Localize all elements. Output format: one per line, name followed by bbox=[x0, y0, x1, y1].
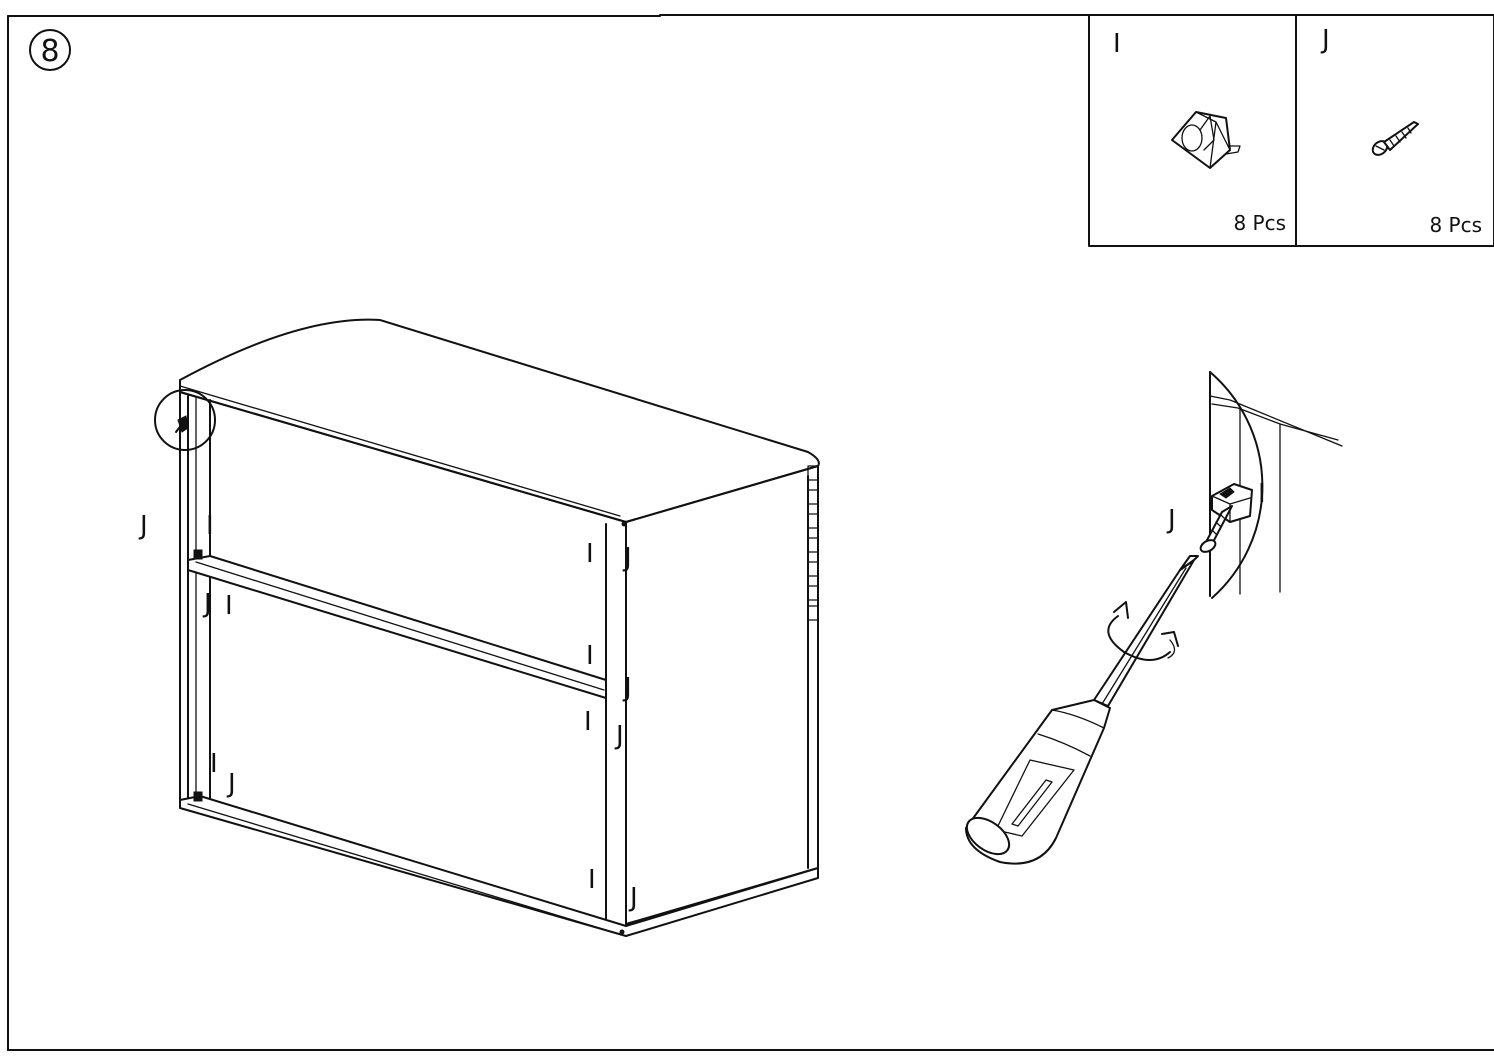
part-i-letter: I bbox=[1113, 29, 1121, 59]
label-j: J bbox=[138, 511, 148, 541]
detail-label-j: J bbox=[1166, 505, 1176, 535]
cam-bracket-icon bbox=[1211, 483, 1253, 523]
cam-bracket-icon bbox=[1171, 111, 1241, 169]
step-number: 8 bbox=[40, 34, 59, 69]
step-number-badge: 8 bbox=[29, 29, 71, 71]
label-j: J bbox=[628, 883, 638, 913]
label-j: J bbox=[226, 769, 236, 799]
screwdriver-icon bbox=[965, 555, 1199, 865]
parts-list-box: I 8 Pcs J 8 Pcs bbox=[1088, 14, 1494, 247]
cabinet-drawing bbox=[154, 318, 820, 937]
cabinet-part-labels: J I J I I J I J I J I J I J bbox=[138, 511, 638, 913]
label-i: I bbox=[225, 591, 233, 621]
label-i: I bbox=[586, 539, 594, 569]
part-i-cell: I 8 Pcs bbox=[1113, 29, 1286, 235]
label-j: J bbox=[614, 721, 624, 751]
detail-label-i: I bbox=[1258, 479, 1266, 509]
label-i: I bbox=[584, 707, 592, 737]
screw-icon bbox=[1371, 121, 1419, 156]
screw-icon bbox=[1199, 505, 1233, 553]
part-j-count: 8 Pcs bbox=[1429, 213, 1482, 237]
part-i-count: 8 Pcs bbox=[1233, 211, 1286, 235]
label-j: J bbox=[622, 673, 632, 703]
label-i: I bbox=[206, 511, 214, 541]
label-i: I bbox=[588, 865, 596, 895]
label-i: I bbox=[586, 641, 594, 671]
label-j: J bbox=[622, 543, 632, 573]
detail-callout-circle bbox=[154, 389, 216, 451]
label-i: I bbox=[210, 749, 218, 779]
shelf-pin-holes bbox=[807, 465, 819, 621]
detail-view: I J bbox=[1166, 371, 1343, 599]
part-j-cell: J 8 Pcs bbox=[1320, 25, 1482, 237]
part-j-letter: J bbox=[1320, 25, 1330, 55]
label-j: J bbox=[202, 589, 212, 619]
